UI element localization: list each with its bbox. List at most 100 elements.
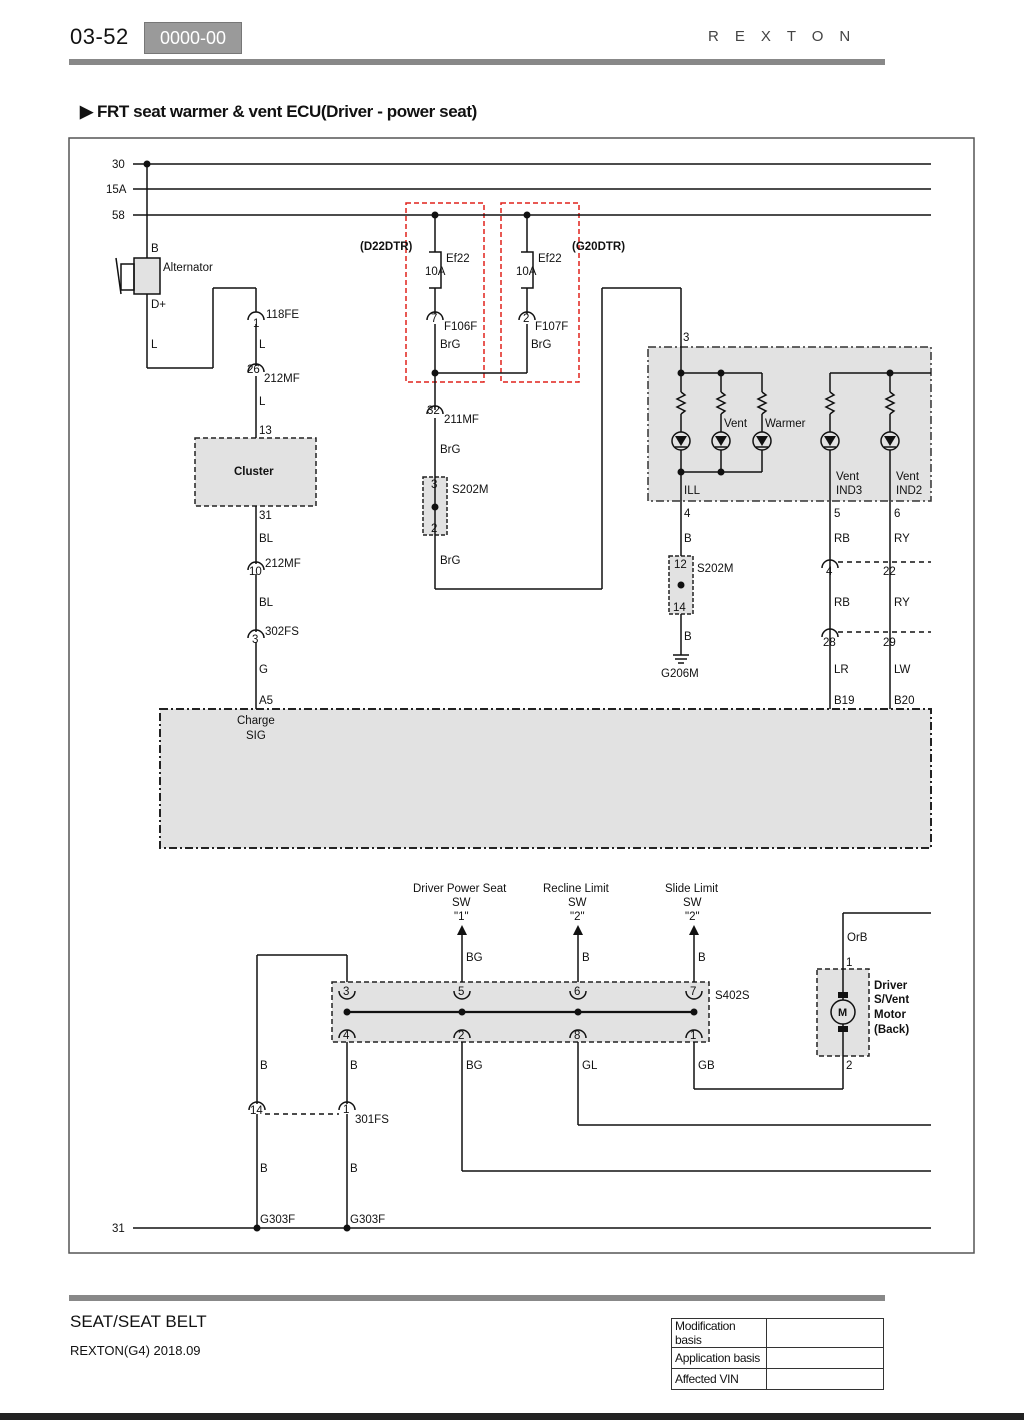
motor-label-4: (Back) <box>874 1024 909 1036</box>
lower-wire-b: B <box>582 952 590 964</box>
dps-label-3: "1" <box>454 911 469 923</box>
rl-label-2: SW <box>568 897 587 909</box>
fuse1-pin: 7 <box>431 313 437 325</box>
switch-pin-5: 5 <box>834 508 840 520</box>
basis-label: Affected VIN <box>671 1368 767 1390</box>
s402-pin-4: 4 <box>343 1030 350 1042</box>
s202m-b-name: S202M <box>697 563 733 575</box>
alternator-pin-d: D+ <box>151 299 166 311</box>
vent3-label-2: IND3 <box>836 485 862 497</box>
fuse-box-g20dtr <box>500 202 580 383</box>
cluster-pin-31: 31 <box>259 510 272 522</box>
table-row: Affected VIN <box>671 1368 884 1390</box>
fuse1-conn: F106F <box>444 321 477 333</box>
ground-wire-b-1: B <box>260 1163 268 1175</box>
header-rule <box>69 59 885 65</box>
basis-table: Modification basis Application basis Aff… <box>671 1318 884 1390</box>
cluster-label: Cluster <box>234 466 274 478</box>
wire-lw: LW <box>894 664 911 676</box>
joint-pin: 32 <box>427 405 440 417</box>
wire-rb-2: RB <box>834 597 850 609</box>
vent3-label-1: Vent <box>836 471 860 483</box>
wire-rb: RB <box>834 533 850 545</box>
ground-g206m: G206M <box>661 668 699 680</box>
s202m-a-wire: BrG <box>440 555 461 567</box>
s202m-a-name: S202M <box>452 484 488 496</box>
lower-wire-b-mid: B <box>350 1060 358 1072</box>
conn-pin-4: 4 <box>826 566 833 578</box>
fuse2-name: Ef22 <box>538 253 562 265</box>
alternator-wire: L <box>151 339 158 351</box>
wire-ry-2: RY <box>894 597 910 609</box>
c301-name: 301FS <box>355 1114 389 1126</box>
c301-pin-1: 1 <box>343 1104 349 1116</box>
fuse2-rating: 10A <box>516 266 537 278</box>
lower-wire-bg: BG <box>466 952 483 964</box>
c301-pin-14: 14 <box>250 1105 263 1117</box>
alternator-pulley <box>120 263 135 291</box>
cluster-wire-1: L <box>259 339 266 351</box>
vent2-label-1: Vent <box>896 471 920 483</box>
cluster-wire-2: L <box>259 396 266 408</box>
bus-label-30: 30 <box>112 159 125 171</box>
table-row: Application basis <box>671 1347 884 1369</box>
s202m-a-pin-top: 3 <box>431 479 437 491</box>
sl-label-2: SW <box>683 897 702 909</box>
c2-pin: 26 <box>247 364 260 376</box>
fuse1-rating: 10A <box>425 266 446 278</box>
brand-logo: REXTON <box>708 28 867 45</box>
fuse2-wire: BrG <box>531 339 552 351</box>
vent-label: Vent <box>724 418 748 430</box>
motor-wire: OrB <box>847 932 868 944</box>
ecu-pin-b20: B20 <box>894 695 914 707</box>
cluster-wire-4: BL <box>259 597 274 609</box>
code-badge: 0000-00 <box>144 22 242 54</box>
s402-pin-8: 8 <box>574 1030 580 1042</box>
s402-pin-1: 1 <box>690 1030 696 1042</box>
c4-pin: 3 <box>252 634 258 646</box>
c2-name: 212MF <box>264 373 300 385</box>
alternator-pin-b: B <box>151 243 159 255</box>
dps-label-2: SW <box>452 897 471 909</box>
ecu-pin-b19: B19 <box>834 695 854 707</box>
s402-pin-5: 5 <box>458 986 464 998</box>
conn-pin-28: 28 <box>823 637 836 649</box>
rl-label-1: Recline Limit <box>543 883 610 895</box>
s402-pin-2: 2 <box>458 1030 464 1042</box>
fuse2-conn: F107F <box>535 321 568 333</box>
fuse-box-d22dtr <box>405 202 485 383</box>
basis-label: Application basis <box>671 1347 767 1369</box>
switch-pin-4: 4 <box>684 508 691 520</box>
lower-wire-bg-2: BG <box>466 1060 483 1072</box>
cluster-pin-a5: A5 <box>259 695 273 707</box>
alternator-body <box>133 257 161 295</box>
page-number: 03-52 <box>70 24 129 49</box>
wire-ry: RY <box>894 533 910 545</box>
joint-wire: BrG <box>440 444 461 456</box>
basis-label: Modification basis <box>671 1318 767 1348</box>
footer-section: SEAT/SEAT BELT <box>70 1312 207 1331</box>
ground-wire-b-2: B <box>350 1163 358 1175</box>
ground-g303f-a: G303F <box>260 1214 295 1226</box>
c1-name: 118FE <box>266 309 299 321</box>
wire-b-2: B <box>684 631 692 643</box>
wire-lr: LR <box>834 664 849 676</box>
table-row: Modification basis <box>671 1318 884 1348</box>
variant-d22dtr: (D22DTR) <box>360 241 413 253</box>
cluster-wire-5: G <box>259 664 268 676</box>
fuse2-pin: 2 <box>523 313 529 325</box>
s202m-b-pin-bot: 14 <box>673 602 686 614</box>
s402-pin-3: 3 <box>343 986 349 998</box>
motor-label-3: Motor <box>874 1009 906 1021</box>
ecu-body <box>159 708 932 849</box>
ground-g303f-b: G303F <box>350 1214 385 1226</box>
s402s-name: S402S <box>715 990 750 1002</box>
charge-label-2: SIG <box>246 730 266 742</box>
wiring-diagram: 30 15A 58 31 B Alternator D+ L 1 118FE L… <box>68 137 975 1254</box>
conn-pin-22: 22 <box>883 566 896 578</box>
basis-value <box>766 1318 884 1348</box>
motor-label-1: Driver <box>874 980 908 992</box>
c1-pin: 1 <box>253 318 259 330</box>
lower-wire-gl: GL <box>582 1060 598 1072</box>
bus-label-15a: 15A <box>106 184 127 196</box>
